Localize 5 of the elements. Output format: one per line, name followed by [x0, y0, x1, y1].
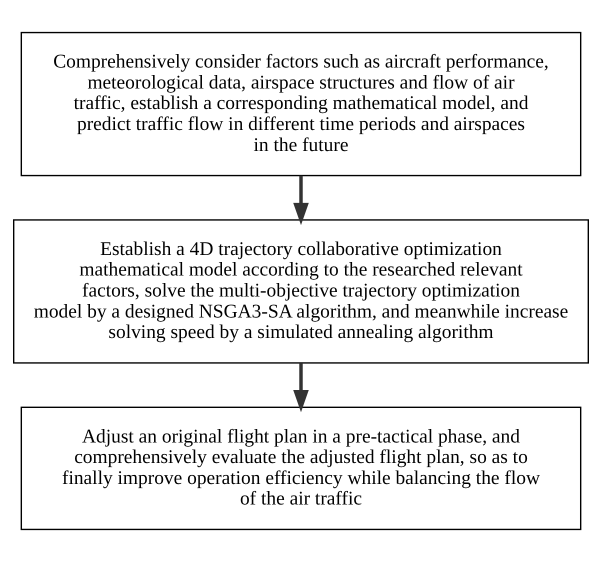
node-box: Establish a 4D trajectory collaborative optimization mathematical model according to the researched relevant factors, solve the multi-objective trajectory optimization model by a designed NSGA3-SA algorithm, and meanwhile increase solving speed by a simulated annealing algorithm: [13, 218, 589, 364]
arrow: [293, 362, 309, 412]
node-box: Adjust an original flight plan in a pre-tactical phase, and comprehensively evaluate the adjusted flight plan, so as to finally improve operation efficiency while balancing the flow of the air traffic: [20, 406, 582, 530]
node-box: Comprehensively consider factors such as aircraft performance, meteorological data, airspace structures and flow of air traffic, establish a corresponding mathematical model, and predict traffic flow in different time periods and airspaces in the future: [20, 31, 582, 176]
arrow: [293, 175, 309, 225]
